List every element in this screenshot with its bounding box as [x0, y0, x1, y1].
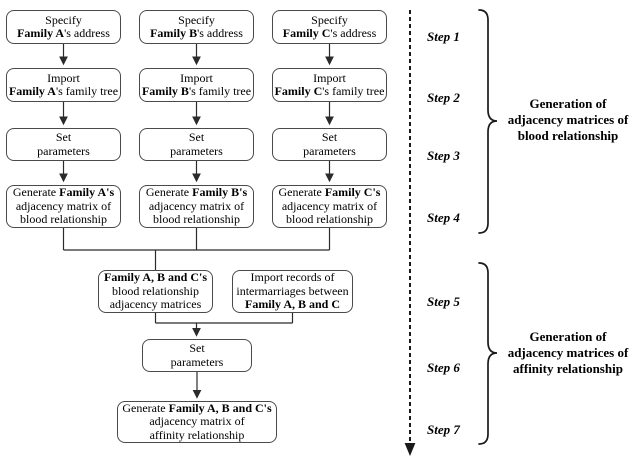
box-generate-affinity-matrix: Generate Family A, B and C's adjacency m… [117, 401, 277, 443]
box-specify-family-a: Specify Family A's address [6, 10, 121, 44]
box-line: adjacency matrix of [15, 198, 112, 213]
box-import-family-b: Import Family B's family tree [139, 68, 254, 102]
group-label-blood: Generation of adjacency matrices of bloo… [497, 96, 639, 144]
box-line: adjacency matrix of [281, 198, 378, 213]
box-line: blood relationship [112, 283, 199, 298]
box-line: Generate Family A, B and C's [122, 400, 272, 415]
box-line: Specify [45, 12, 82, 27]
box-line: parameters [37, 143, 90, 158]
box-line: adjacency matrix of [148, 198, 245, 213]
group-label-line: affinity relationship [513, 361, 623, 376]
box-line: blood relationship [20, 212, 107, 227]
box-line: Family C's family tree [274, 84, 385, 98]
box-line: Import [180, 70, 213, 85]
box-line: affinity relationship [149, 427, 245, 442]
box-line: Import records of [250, 270, 335, 285]
box-specify-family-b: Specify Family B's address [139, 10, 254, 44]
group-label-line: adjacency matrices of [507, 345, 629, 360]
box-import-intermarriage-records: Import records of intermarriages between… [232, 270, 353, 313]
timeline-dashed-arrow [404, 10, 416, 456]
step-label-5: Step 5 [427, 294, 460, 309]
group-label-line: Generation of [529, 96, 607, 111]
box-import-family-a: Import Family A's family tree [6, 68, 121, 102]
box-line: Import [313, 70, 346, 85]
box-generate-blood-matrix-a: Generate Family A's adjacency matrix of … [6, 185, 121, 228]
box-line: Set [321, 130, 338, 144]
group-label-line: Generation of [529, 329, 607, 344]
box-line: Specify [311, 12, 348, 27]
box-line: adjacency matrix of [149, 414, 245, 429]
step-label-6: Step 6 [427, 360, 460, 375]
box-line: adjacency matrices [109, 297, 202, 312]
step-label-7: Step 7 [427, 422, 460, 437]
box-merged-blood-matrices: Family A, B and C's blood relationship a… [98, 270, 213, 313]
box-line: Family B's family tree [141, 84, 252, 98]
box-generate-blood-matrix-c: Generate Family C's adjacency matrix of … [272, 185, 387, 228]
box-line: Set [55, 130, 72, 144]
box-line: Family A's family tree [8, 84, 119, 98]
box-line: Specify [178, 12, 215, 27]
box-line: Family A, B and C [244, 297, 340, 312]
box-line: Generate Family A's [12, 185, 115, 200]
box-line: Family A's address [17, 26, 110, 40]
box-line: Generate Family C's [278, 185, 381, 200]
box-line: Set [188, 130, 205, 144]
box-line: Set [189, 341, 205, 355]
step-label-3: Step 3 [427, 148, 460, 163]
box-line: Family C's address [282, 26, 377, 40]
box-set-parameters-a: Set parameters [6, 128, 121, 161]
box-import-family-c: Import Family C's family tree [272, 68, 387, 102]
step-label-4: Step 4 [427, 210, 460, 225]
box-line: intermarriages between [236, 283, 349, 298]
box-line: parameters [303, 143, 356, 158]
box-line: Import [47, 70, 80, 85]
group-label-line: blood relationship [517, 128, 619, 143]
group-label-line: adjacency matrices of [507, 112, 629, 127]
box-line: parameters [170, 354, 224, 369]
box-set-parameters-final: Set parameters [142, 339, 252, 372]
step-label-2: Step 2 [427, 90, 460, 105]
box-line: Family B's address [150, 26, 243, 40]
brace-blood [478, 9, 498, 234]
box-set-parameters-c: Set parameters [272, 128, 387, 161]
box-set-parameters-b: Set parameters [139, 128, 254, 161]
merge-connector-blood [62, 228, 331, 270]
flow-arrows [59, 44, 334, 183]
box-specify-family-c: Specify Family C's address [272, 10, 387, 44]
box-line: Generate Family B's [145, 185, 248, 200]
box-line: blood relationship [153, 212, 240, 227]
box-line: parameters [170, 143, 223, 158]
merge-connector-affinity [154, 313, 294, 399]
box-generate-blood-matrix-b: Generate Family B's adjacency matrix of … [139, 185, 254, 228]
step-label-1: Step 1 [427, 29, 460, 44]
box-line: blood relationship [286, 212, 373, 227]
group-label-affinity: Generation of adjacency matrices of affi… [497, 329, 639, 377]
brace-affinity [478, 262, 498, 445]
box-line: Family A, B and C's [103, 270, 208, 285]
